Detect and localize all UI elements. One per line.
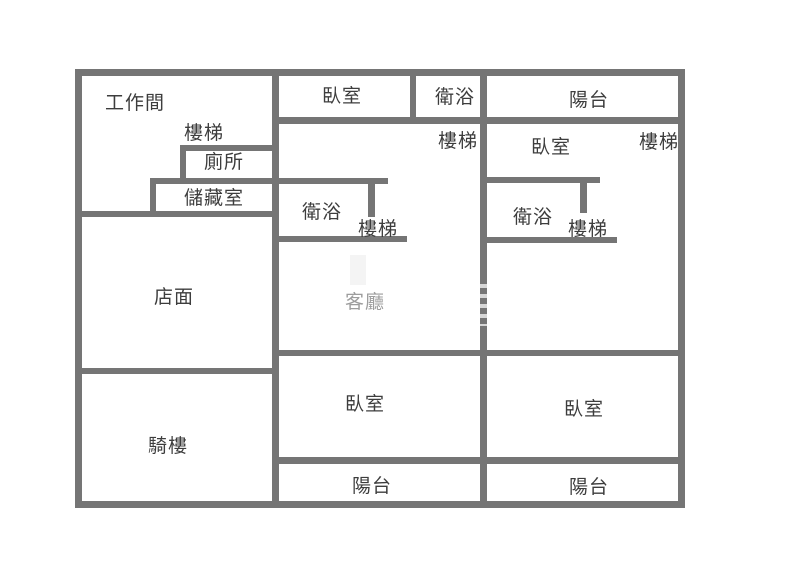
room-label-stairs-right-upper: 樓梯 xyxy=(639,132,680,153)
wall-bedrooms-top xyxy=(272,350,685,356)
wall-below-top-rooms xyxy=(272,117,685,124)
wall-outer-top xyxy=(75,69,685,76)
room-label-living-room: 客廳 xyxy=(345,292,386,313)
room-label-bedroom-bottom-middle: 臥室 xyxy=(345,394,386,415)
wall-outer-bottom xyxy=(75,501,685,508)
room-label-bathroom-middle: 衛浴 xyxy=(302,202,343,223)
wall-outer-left xyxy=(75,69,82,508)
wall-midstair-stub xyxy=(368,178,375,217)
room-label-bedroom-top-middle: 臥室 xyxy=(322,86,363,107)
room-label-storage: 儲藏室 xyxy=(184,188,245,209)
room-label-balcony-bottom-middle: 陽台 xyxy=(352,476,393,497)
wall-topbedroom-bath-divider xyxy=(410,69,416,124)
room-label-stairs-middle-upper: 樓梯 xyxy=(438,131,479,152)
room-label-balcony-bottom-right: 陽台 xyxy=(569,477,610,498)
room-label-arcade: 騎樓 xyxy=(148,436,189,457)
room-label-shop: 店面 xyxy=(154,287,195,308)
wall-storage-left xyxy=(150,178,156,217)
wall-rightstair-top xyxy=(480,177,600,183)
wall-divider-right-column xyxy=(480,69,487,508)
room-label-toilet: 廁所 xyxy=(204,152,245,173)
room-label-stairs-middle-lower: 樓梯 xyxy=(358,219,399,240)
wall-toilet-left xyxy=(180,145,186,184)
room-label-bathroom-right: 衛浴 xyxy=(513,207,554,228)
room-label-workroom: 工作間 xyxy=(105,93,166,114)
room-label-bedroom-bottom-right: 臥室 xyxy=(564,399,605,420)
room-label-stairs-right-lower: 樓梯 xyxy=(568,219,609,240)
wall-shop-bottom xyxy=(75,368,278,374)
wall-midbath-bottom xyxy=(272,236,407,242)
room-label-bedroom-right: 臥室 xyxy=(531,137,572,158)
room-label-balcony-top-right: 陽台 xyxy=(569,90,610,111)
room-label-stairs-workroom: 樓梯 xyxy=(184,123,225,144)
watermark-artifact xyxy=(350,255,366,285)
wall-rightstair-stub xyxy=(580,177,587,213)
wall-rightbath-bottom xyxy=(480,237,617,243)
room-label-bathroom-top-middle: 衛浴 xyxy=(435,87,476,108)
wall-storage-top xyxy=(150,178,278,184)
wall-midstair-top xyxy=(272,178,388,184)
wall-toilet-top xyxy=(180,145,278,151)
wall-outer-right xyxy=(678,69,685,508)
wall-balcony-divider xyxy=(272,457,685,464)
wall-shop-top xyxy=(75,211,278,217)
wall-divider-left-column xyxy=(272,69,279,508)
